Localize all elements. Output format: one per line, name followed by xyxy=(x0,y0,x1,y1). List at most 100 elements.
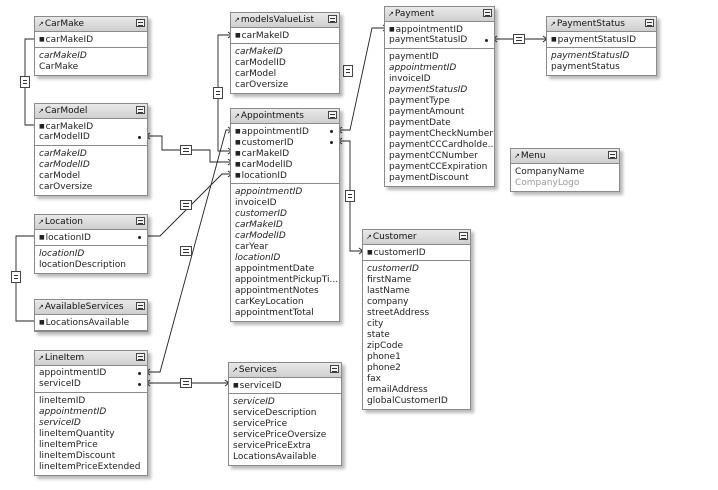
field-row[interactable]: carMakeID xyxy=(231,47,339,58)
field-row[interactable]: locationDescription xyxy=(35,260,147,271)
table-header[interactable]: ↗CarMake xyxy=(35,17,147,32)
field-row[interactable]: serviceID xyxy=(229,397,341,408)
key-field-row[interactable]: ■customerID xyxy=(231,137,339,148)
table-menu-icon[interactable] xyxy=(136,106,145,114)
field-row[interactable]: lastName xyxy=(363,286,470,297)
relationship-operator[interactable] xyxy=(180,200,192,210)
field-row[interactable]: invoiceID xyxy=(231,198,339,209)
field-row[interactable]: CompanyLogo xyxy=(511,178,619,189)
table-header[interactable]: ↗modelsValueList xyxy=(231,13,339,28)
field-row[interactable]: paymentStatusID xyxy=(547,51,656,62)
key-field-row[interactable]: ■LocationsAvailable xyxy=(35,317,147,328)
key-field-row[interactable]: ■carMakeID xyxy=(231,30,339,41)
relationship-operator[interactable] xyxy=(20,76,30,88)
field-row[interactable]: firstName xyxy=(363,275,470,286)
field-row[interactable]: appointmentNotes xyxy=(231,286,339,297)
table-header[interactable]: ↗LineItem xyxy=(35,351,147,366)
field-row[interactable]: appointmentDate xyxy=(231,264,339,275)
key-field-row[interactable]: ■locationID xyxy=(231,170,339,181)
relationship-operator[interactable] xyxy=(343,65,353,77)
field-row[interactable]: emailAddress xyxy=(363,385,470,396)
field-row[interactable]: carModelID xyxy=(35,160,147,171)
field-row[interactable]: paymentStatusID xyxy=(385,85,494,96)
field-row[interactable]: servicePriceOversize xyxy=(229,430,341,441)
table-header[interactable]: ↗CarModel xyxy=(35,104,147,119)
field-row[interactable]: carOversize xyxy=(231,80,339,91)
table-menu-icon[interactable] xyxy=(608,151,617,159)
table-menu-icon[interactable] xyxy=(483,9,492,17)
table-menu-icon[interactable] xyxy=(136,19,145,27)
table-header[interactable]: ↗Menu xyxy=(511,149,619,164)
table-menu-icon[interactable] xyxy=(330,365,339,373)
field-row[interactable]: carModel xyxy=(35,171,147,182)
table-header[interactable]: ↗Appointments xyxy=(231,109,339,124)
field-row[interactable]: customerID xyxy=(231,209,339,220)
table-header[interactable]: ↗Location xyxy=(35,215,147,230)
field-row[interactable]: carMakeID xyxy=(35,149,147,160)
field-row[interactable]: streetAddress xyxy=(363,308,470,319)
field-row[interactable]: carYear xyxy=(231,242,339,253)
field-row[interactable]: CarMake xyxy=(35,62,147,73)
field-row[interactable]: state xyxy=(363,330,470,341)
key-field-row[interactable]: ■paymentStatusID xyxy=(547,34,656,45)
table-availableservices[interactable]: ↗AvailableServices ■LocationsAvailable xyxy=(34,299,148,332)
key-field-row[interactable]: ■serviceID xyxy=(229,380,341,391)
field-row[interactable]: lineItemID xyxy=(35,396,147,407)
field-row[interactable]: carModelID xyxy=(231,58,339,69)
relationship-operator[interactable] xyxy=(213,87,223,99)
field-row[interactable]: city xyxy=(363,319,470,330)
key-field-row[interactable]: ■carMakeID xyxy=(231,148,339,159)
key-field-row[interactable]: carModelID xyxy=(35,132,147,143)
field-row[interactable]: servicePriceExtra xyxy=(229,441,341,452)
key-field-row[interactable]: ■appointmentID xyxy=(385,24,494,35)
field-row[interactable]: carMakeID xyxy=(35,51,147,62)
key-field-row[interactable]: paymentStatusID xyxy=(385,35,494,46)
field-row[interactable]: appointmentPickupTi... xyxy=(231,275,339,286)
field-row[interactable]: serviceID xyxy=(35,418,147,429)
relationship-operator[interactable] xyxy=(513,34,525,44)
field-row[interactable]: carOversize xyxy=(35,182,147,193)
table-header[interactable]: ↗Services xyxy=(229,363,341,378)
field-row[interactable]: lineItemDiscount xyxy=(35,451,147,462)
key-field-row[interactable]: ■locationID xyxy=(35,232,147,243)
field-row[interactable]: paymentAmount xyxy=(385,107,494,118)
field-row[interactable]: carModelID xyxy=(231,231,339,242)
field-row[interactable]: servicePrice xyxy=(229,419,341,430)
field-row[interactable]: appointmentID xyxy=(231,187,339,198)
key-field-row[interactable]: ■customerID xyxy=(363,247,470,258)
field-row[interactable]: CompanyName xyxy=(511,167,619,178)
field-row[interactable]: lineItemQuantity xyxy=(35,429,147,440)
table-menu-icon[interactable] xyxy=(645,19,654,27)
key-field-row[interactable]: ■appointmentID xyxy=(231,126,339,137)
field-row[interactable]: paymentDate xyxy=(385,118,494,129)
field-row[interactable]: carKeyLocation xyxy=(231,297,339,308)
key-field-row[interactable]: serviceID xyxy=(35,379,147,390)
field-row[interactable]: phone1 xyxy=(363,352,470,363)
field-row[interactable]: locationID xyxy=(231,253,339,264)
field-row[interactable]: locationID xyxy=(35,249,147,260)
field-row[interactable]: paymentType xyxy=(385,96,494,107)
key-field-row[interactable]: ■carModelID xyxy=(231,159,339,170)
relationship-operator[interactable] xyxy=(345,190,355,202)
table-appointments[interactable]: ↗Appointments■appointmentID■customerID■c… xyxy=(230,108,340,322)
table-menu-icon[interactable] xyxy=(136,217,145,225)
table-menu-icon[interactable] xyxy=(136,353,145,361)
field-row[interactable]: carModel xyxy=(231,69,339,80)
table-header[interactable]: ↗AvailableServices xyxy=(35,300,147,315)
relationship-operator[interactable] xyxy=(11,271,21,283)
table-header[interactable]: ↗Customer xyxy=(363,230,470,245)
field-row[interactable]: LocationsAvailable xyxy=(229,452,341,463)
field-row[interactable]: globalCustomerID xyxy=(363,396,470,407)
key-field-row[interactable]: appointmentID xyxy=(35,368,147,379)
table-menu-icon[interactable] xyxy=(136,302,145,310)
field-row[interactable]: paymentCCNumber xyxy=(385,151,494,162)
